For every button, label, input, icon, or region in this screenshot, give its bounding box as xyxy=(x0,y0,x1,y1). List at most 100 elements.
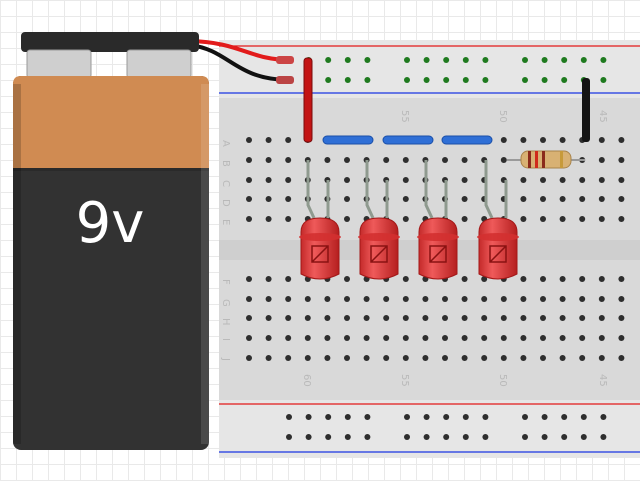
black-jumper-wire[interactable] xyxy=(582,78,590,142)
breadboard-hole[interactable] xyxy=(618,315,625,321)
rail-hole[interactable] xyxy=(482,414,489,420)
breadboard-hole[interactable] xyxy=(363,355,370,361)
breadboard-hole[interactable] xyxy=(461,276,468,282)
jumper-wire-3[interactable] xyxy=(441,135,493,145)
breadboard-hole[interactable] xyxy=(402,296,409,302)
breadboard-hole[interactable] xyxy=(540,196,546,202)
rail-hole[interactable] xyxy=(482,434,489,440)
breadboard-hole[interactable] xyxy=(520,335,527,341)
rail-hole[interactable] xyxy=(364,434,371,440)
breadboard-hole[interactable] xyxy=(285,137,292,143)
breadboard-hole[interactable] xyxy=(363,315,370,321)
breadboard-hole[interactable] xyxy=(579,216,586,222)
breadboard-hole[interactable] xyxy=(324,296,331,302)
breadboard-hole[interactable] xyxy=(363,296,370,302)
breadboard-hole[interactable] xyxy=(246,296,252,302)
breadboard-hole[interactable] xyxy=(442,296,448,302)
breadboard-hole[interactable] xyxy=(383,335,390,341)
breadboard-hole[interactable] xyxy=(402,335,409,341)
breadboard-hole[interactable] xyxy=(520,276,527,282)
breadboard-hole[interactable] xyxy=(461,157,468,163)
breadboard-hole[interactable] xyxy=(520,216,527,222)
breadboard-hole[interactable] xyxy=(285,216,292,222)
breadboard-hole[interactable] xyxy=(481,296,488,302)
breadboard-hole[interactable] xyxy=(324,355,331,361)
breadboard-hole[interactable] xyxy=(559,137,566,143)
breadboard-hole[interactable] xyxy=(540,335,546,341)
breadboard-hole[interactable] xyxy=(598,177,605,183)
breadboard-hole[interactable] xyxy=(559,196,566,202)
breadboard-hole[interactable] xyxy=(461,177,468,183)
breadboard-hole[interactable] xyxy=(246,355,252,361)
red-jumper-wire[interactable] xyxy=(303,57,313,143)
breadboard-hole[interactable] xyxy=(422,335,429,341)
rail-hole[interactable] xyxy=(541,434,548,440)
breadboard-hole[interactable] xyxy=(304,335,311,341)
breadboard-hole[interactable] xyxy=(559,335,566,341)
breadboard-hole[interactable] xyxy=(246,196,252,202)
breadboard-hole[interactable] xyxy=(461,216,468,222)
breadboard-hole[interactable] xyxy=(402,216,409,222)
rail-hole[interactable] xyxy=(344,414,351,420)
breadboard-hole[interactable] xyxy=(461,335,468,341)
breadboard-hole[interactable] xyxy=(402,355,409,361)
breadboard-hole[interactable] xyxy=(363,335,370,341)
rail-hole[interactable] xyxy=(482,57,489,63)
rail-hole[interactable] xyxy=(344,434,351,440)
rail-hole[interactable] xyxy=(580,434,587,440)
breadboard-hole[interactable] xyxy=(265,157,272,163)
breadboard-hole[interactable] xyxy=(500,335,507,341)
rail-hole[interactable] xyxy=(522,77,528,83)
rail-hole[interactable] xyxy=(600,434,607,440)
breadboard-hole[interactable] xyxy=(559,177,566,183)
breadboard-hole[interactable] xyxy=(559,296,566,302)
breadboard-hole[interactable] xyxy=(304,315,311,321)
led-4[interactable] xyxy=(477,160,519,280)
breadboard-hole[interactable] xyxy=(265,276,272,282)
breadboard-hole[interactable] xyxy=(540,137,546,143)
breadboard-hole[interactable] xyxy=(559,315,566,321)
rail-hole[interactable] xyxy=(580,414,587,420)
breadboard-hole[interactable] xyxy=(344,196,350,202)
red-wire[interactable] xyxy=(189,39,313,143)
breadboard-hole[interactable] xyxy=(265,315,272,321)
rail-hole[interactable] xyxy=(325,414,332,420)
breadboard-hole[interactable] xyxy=(618,177,625,183)
breadboard-hole[interactable] xyxy=(285,296,292,302)
rail-hole[interactable] xyxy=(541,57,548,63)
rail-hole[interactable] xyxy=(482,77,489,83)
rail-hole[interactable] xyxy=(286,414,292,420)
breadboard-hole[interactable] xyxy=(304,355,311,361)
breadboard-hole[interactable] xyxy=(285,177,292,183)
breadboard-hole[interactable] xyxy=(500,296,507,302)
breadboard-hole[interactable] xyxy=(540,296,546,302)
rail-hole[interactable] xyxy=(423,434,430,440)
rail-hole[interactable] xyxy=(344,77,351,83)
breadboard-hole[interactable] xyxy=(540,177,546,183)
rail-hole[interactable] xyxy=(423,414,430,420)
breadboard-hole[interactable] xyxy=(324,315,331,321)
breadboard-hole[interactable] xyxy=(383,315,390,321)
breadboard-hole[interactable] xyxy=(579,296,586,302)
breadboard-hole[interactable] xyxy=(598,157,605,163)
breadboard-hole[interactable] xyxy=(520,177,527,183)
rail-hole[interactable] xyxy=(561,57,568,63)
rail-hole[interactable] xyxy=(443,414,450,420)
rail-hole[interactable] xyxy=(404,434,410,440)
breadboard-hole[interactable] xyxy=(265,216,272,222)
rail-hole[interactable] xyxy=(541,414,548,420)
breadboard-hole[interactable] xyxy=(579,335,586,341)
breadboard-hole[interactable] xyxy=(265,335,272,341)
breadboard-hole[interactable] xyxy=(383,296,390,302)
breadboard-hole[interactable] xyxy=(520,315,527,321)
breadboard-hole[interactable] xyxy=(246,137,252,143)
breadboard-hole[interactable] xyxy=(618,157,625,163)
resistor[interactable] xyxy=(507,150,585,169)
breadboard-hole[interactable] xyxy=(559,276,566,282)
breadboard-hole[interactable] xyxy=(285,335,292,341)
rail-hole[interactable] xyxy=(344,57,351,63)
breadboard-hole[interactable] xyxy=(500,137,507,143)
rail-hole[interactable] xyxy=(600,77,607,83)
rail-hole[interactable] xyxy=(561,434,568,440)
rail-hole[interactable] xyxy=(462,414,469,420)
